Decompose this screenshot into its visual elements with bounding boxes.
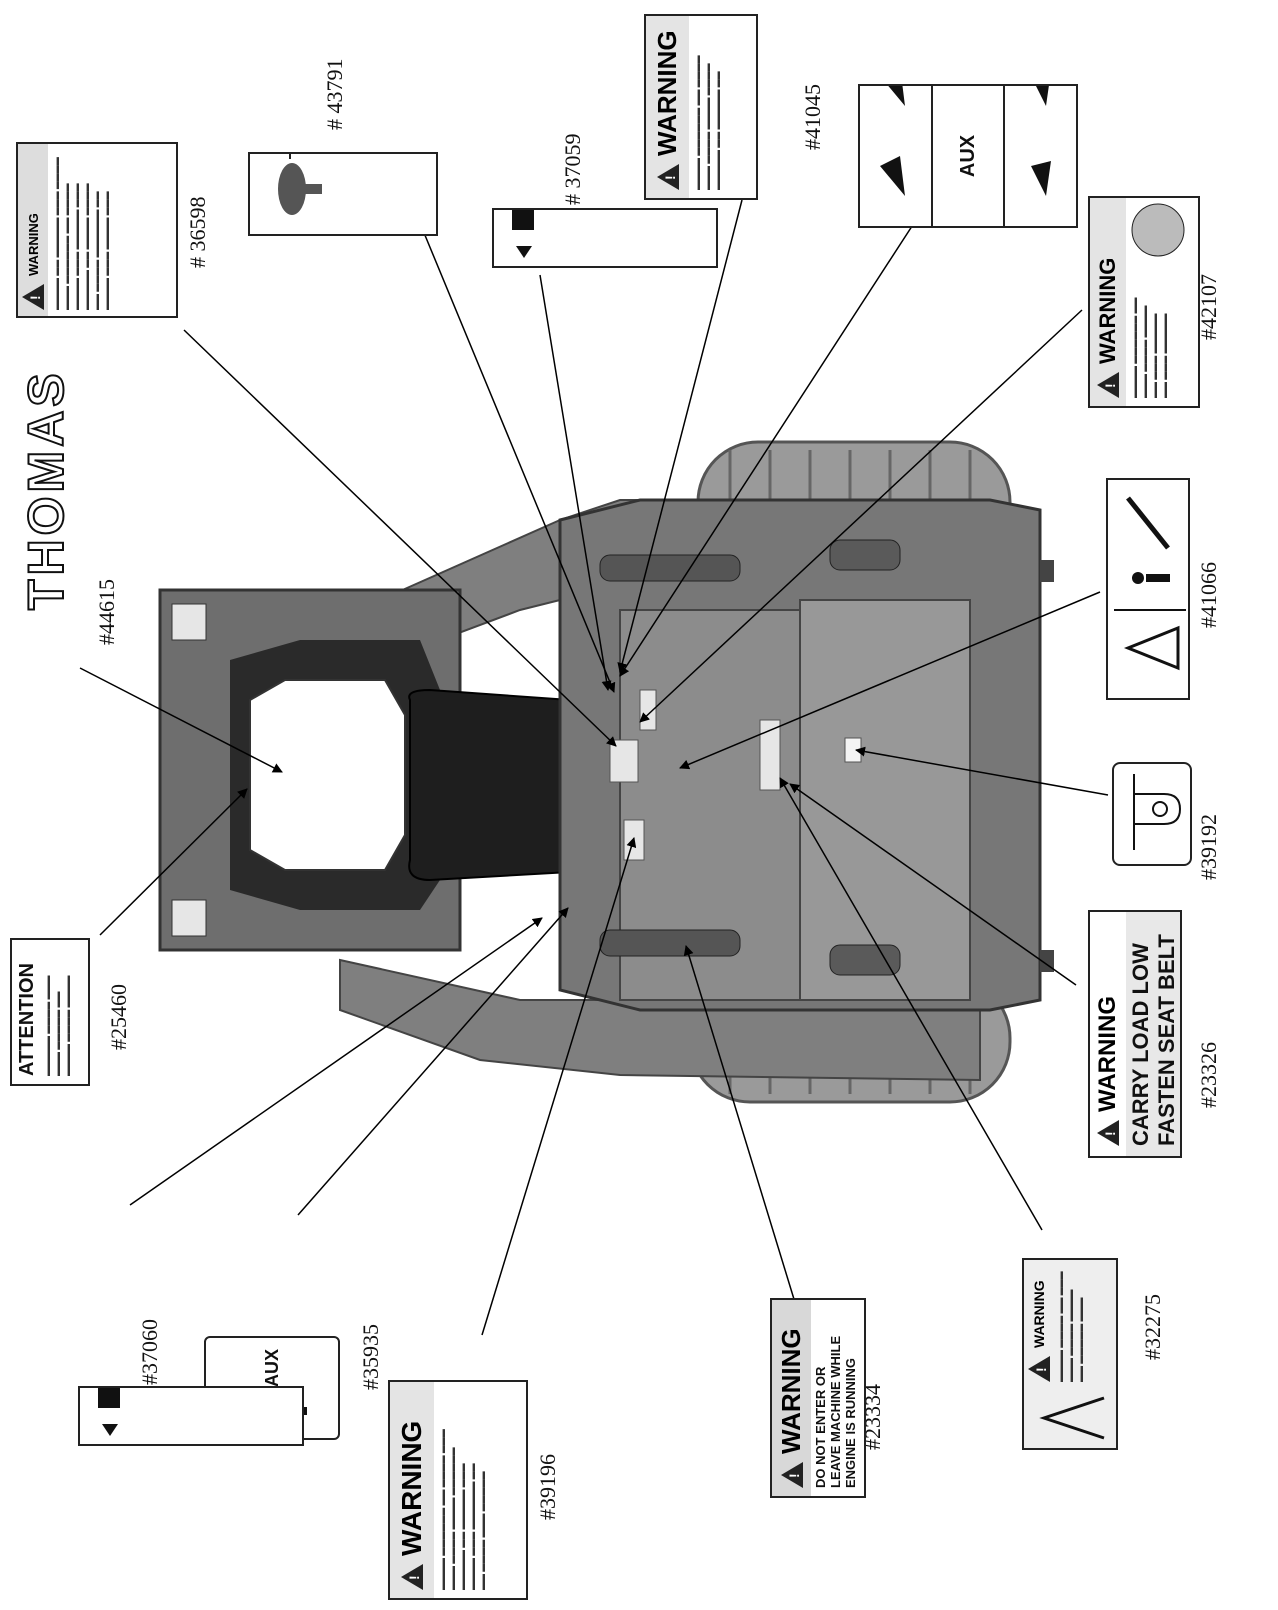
label-43791: # 43791 bbox=[322, 58, 347, 131]
crush-warning-icon bbox=[1039, 1396, 1105, 1440]
leader-44615 bbox=[79, 667, 283, 773]
decal-41045: WARNING ▬▬▬▬ ▬▬▬▬▬▬ ▬▬ ▬▬▬▬▬▬▬ ▬▬▬▬ ▬▬▬▬… bbox=[644, 14, 758, 200]
decal-41066 bbox=[1106, 478, 1190, 700]
decal-43791 bbox=[248, 152, 438, 236]
decal-36598-heading: WARNING bbox=[25, 213, 41, 276]
decal-32275: WARNING ▬▬▬▬ ▬▬▬▬ ▬▬ ▬▬▬▬▬▬ ▬▬▬▬ ▬▬▬▬▬▬ … bbox=[1022, 1258, 1118, 1450]
label-23326: #23326 bbox=[1196, 1042, 1221, 1108]
decal-23326-line1: CARRY LOAD LOW bbox=[1128, 943, 1153, 1146]
decal-37059 bbox=[492, 208, 718, 268]
leader-41066 bbox=[679, 591, 1101, 770]
crush-hazard-icon bbox=[1114, 496, 1186, 671]
label-41045: #41045 bbox=[800, 84, 825, 150]
leader-32275 bbox=[779, 777, 1043, 1231]
step-plate bbox=[799, 599, 971, 1001]
label-32275: #32275 bbox=[1140, 1294, 1165, 1360]
label-39192: #39192 bbox=[1196, 814, 1221, 880]
decal-32275-heading: WARNING bbox=[1031, 1280, 1047, 1348]
decal-23326-heading: WARNING bbox=[1094, 996, 1121, 1112]
label-44615: #44615 bbox=[94, 579, 119, 645]
decal-42107: WARNING ▬▬▬▬ ▬▬▬▬▬▬ ▬▬▬▬▬ ▬▬▬▬ ▬▬▬▬▬▬ ▬▬… bbox=[1088, 196, 1200, 408]
decal-23334-line2: LEAVE MACHINE WHILE bbox=[828, 1335, 843, 1488]
decal-42107-heading: WARNING bbox=[1095, 257, 1120, 364]
warning-triangle-icon bbox=[1028, 1356, 1050, 1382]
decal-23334-heading: WARNING bbox=[776, 1328, 806, 1454]
decal-23334-line3: ENGINE IS RUNNING bbox=[843, 1357, 858, 1488]
decal-25460-heading: ATTENTION bbox=[16, 963, 38, 1076]
leader-43791 bbox=[421, 227, 616, 693]
label-37060: #37060 bbox=[137, 1319, 162, 1385]
leader-42107 bbox=[639, 309, 1083, 723]
capacity-loader-icon bbox=[1131, 203, 1185, 257]
decal-23334: WARNING DO NOT ENTER OR LEAVE MACHINE WH… bbox=[770, 1298, 866, 1498]
travel-direction-icon bbox=[512, 208, 534, 258]
thomas-logo: THOMAS bbox=[17, 310, 75, 611]
bucket-tilt-icon bbox=[880, 86, 906, 196]
decal-39196-heading: WARNING bbox=[396, 1420, 427, 1556]
decal-39192 bbox=[1112, 762, 1192, 866]
lift-arm-icon bbox=[1030, 86, 1051, 196]
decal-39196: WARNING ▬▬▬▬ ▬▬▬▬▬▬ ▬▬ ▬▬▬▬ ▬▬▬▬▬▬ ▬▬▬▬ … bbox=[388, 1380, 528, 1600]
leader-23301 bbox=[619, 219, 917, 677]
leader-41045 bbox=[617, 199, 743, 673]
label-36598: # 36598 bbox=[185, 196, 210, 269]
decal-37060 bbox=[78, 1386, 304, 1446]
leader-37059 bbox=[539, 274, 612, 691]
leader-23326 bbox=[789, 783, 1077, 986]
control-pedal-icon bbox=[278, 152, 322, 215]
warning-triangle-icon bbox=[401, 1564, 423, 1590]
window-opening bbox=[249, 679, 406, 871]
decal-23334-line1: DO NOT ENTER OR bbox=[813, 1366, 828, 1488]
decal-23301: AUX bbox=[858, 84, 1078, 228]
leader-39192 bbox=[855, 746, 1109, 796]
label-41066: #41066 bbox=[1196, 562, 1221, 628]
travel-direction-icon bbox=[98, 1386, 120, 1436]
warning-triangle-icon bbox=[780, 1462, 803, 1488]
label-37059: # 37059 bbox=[560, 133, 585, 206]
decal-23326-line2: FASTEN SEAT BELT bbox=[1154, 934, 1179, 1146]
leader-36598 bbox=[183, 329, 617, 747]
warning-triangle-icon bbox=[1097, 1120, 1119, 1146]
decal-35935-aux: AUX bbox=[261, 1349, 282, 1388]
decal-36598: WARNING ▬▬▬▬ ▬▬ ▬▬▬▬▬ ▬▬▬ ▬▬▬▬▬▬▬ ▬▬▬▬▬▬… bbox=[16, 142, 178, 318]
decal-23326: WARNING CARRY LOAD LOW FASTEN SEAT BELT bbox=[1088, 910, 1182, 1158]
thomas-logo-text: THOMAS bbox=[17, 368, 75, 611]
lift-point-icon bbox=[1133, 774, 1182, 850]
warning-triangle-icon bbox=[656, 164, 679, 190]
decal-41045-heading: WARNING bbox=[652, 30, 682, 156]
label-35935: #35935 bbox=[358, 1324, 383, 1390]
label-25460: #25460 bbox=[106, 984, 131, 1050]
leader-25460 bbox=[99, 788, 248, 936]
warning-triangle-icon bbox=[1097, 372, 1119, 398]
decal-25460: ATTENTION ▬▬▬▬▬ ▬▬▬▬ ▬▬▬▬▬▬ ▬▬▬▬▬ ▬▬▬▬▬▬… bbox=[10, 938, 90, 1086]
leader-35935 bbox=[297, 907, 569, 1216]
label-39196: #39196 bbox=[535, 1454, 560, 1520]
leader-37060 bbox=[129, 917, 543, 1206]
warning-triangle-icon bbox=[22, 284, 44, 310]
decal-23301-aux: AUX bbox=[956, 134, 979, 178]
leader-23334 bbox=[683, 945, 809, 1346]
leader-39196 bbox=[481, 837, 637, 1336]
